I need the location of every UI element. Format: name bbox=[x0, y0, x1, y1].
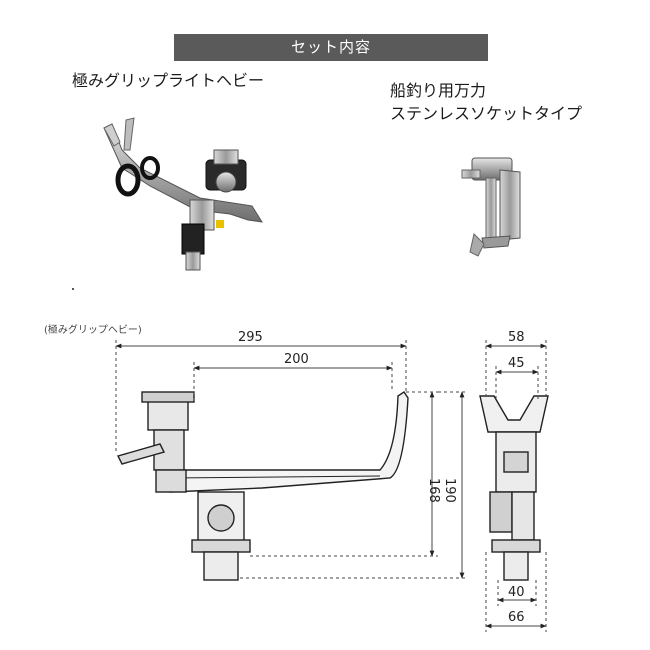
socket-product-line1: 船釣り用万力 bbox=[390, 81, 487, 100]
side-view-drawing bbox=[116, 391, 409, 581]
dim-200: 200 bbox=[284, 352, 309, 367]
dim-295: 295 bbox=[238, 330, 263, 345]
section-header: セット内容 bbox=[174, 34, 488, 61]
diagram-caption: (極みグリップヘビー) bbox=[44, 325, 142, 336]
dim-45: 45 bbox=[508, 356, 525, 371]
dimension-lines bbox=[115, 340, 547, 632]
dim-58: 58 bbox=[508, 330, 525, 345]
grip-product-name: 極みグリップライトヘビー bbox=[72, 71, 265, 90]
socket-clamp-photo bbox=[461, 157, 521, 257]
dim-168: 168 bbox=[426, 478, 441, 503]
dim-40: 40 bbox=[508, 585, 525, 600]
front-view-drawing bbox=[479, 395, 549, 581]
dim-66: 66 bbox=[508, 610, 525, 625]
dim-190: 190 bbox=[442, 478, 457, 503]
socket-product-line2: ステンレスソケットタイプ bbox=[390, 104, 583, 123]
stray-dot bbox=[72, 288, 74, 290]
rod-holder-photo bbox=[103, 117, 263, 271]
